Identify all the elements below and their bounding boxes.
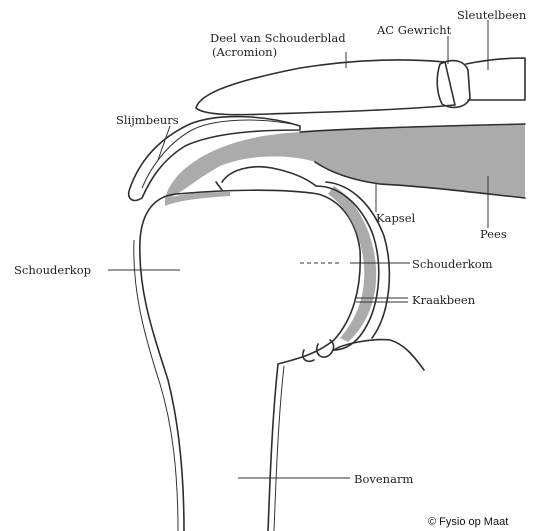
label-cartilage: Kraakbeen [412,293,476,307]
label-acromion-line2: (Acromion) [212,45,277,59]
clavicle-shape [466,58,525,100]
label-clavicle: Sleutelbeen [457,8,527,22]
label-acromion-line1: Deel van Schouderblad [210,31,346,45]
label-tendon: Pees [480,227,507,241]
copyright-text: © Fysio op Maat [428,516,508,528]
humerus-shape [140,190,360,531]
label-humeral-head: Schouderkop [14,263,91,277]
label-bursa: Slijmbeurs [116,113,179,127]
label-upper-arm: Bovenarm [354,472,413,486]
label-capsule: Kapsel [376,211,416,225]
label-ac-joint: AC Gewricht [376,23,452,37]
label-glenoid: Schouderkom [412,257,493,271]
acromion-shape [196,60,455,115]
